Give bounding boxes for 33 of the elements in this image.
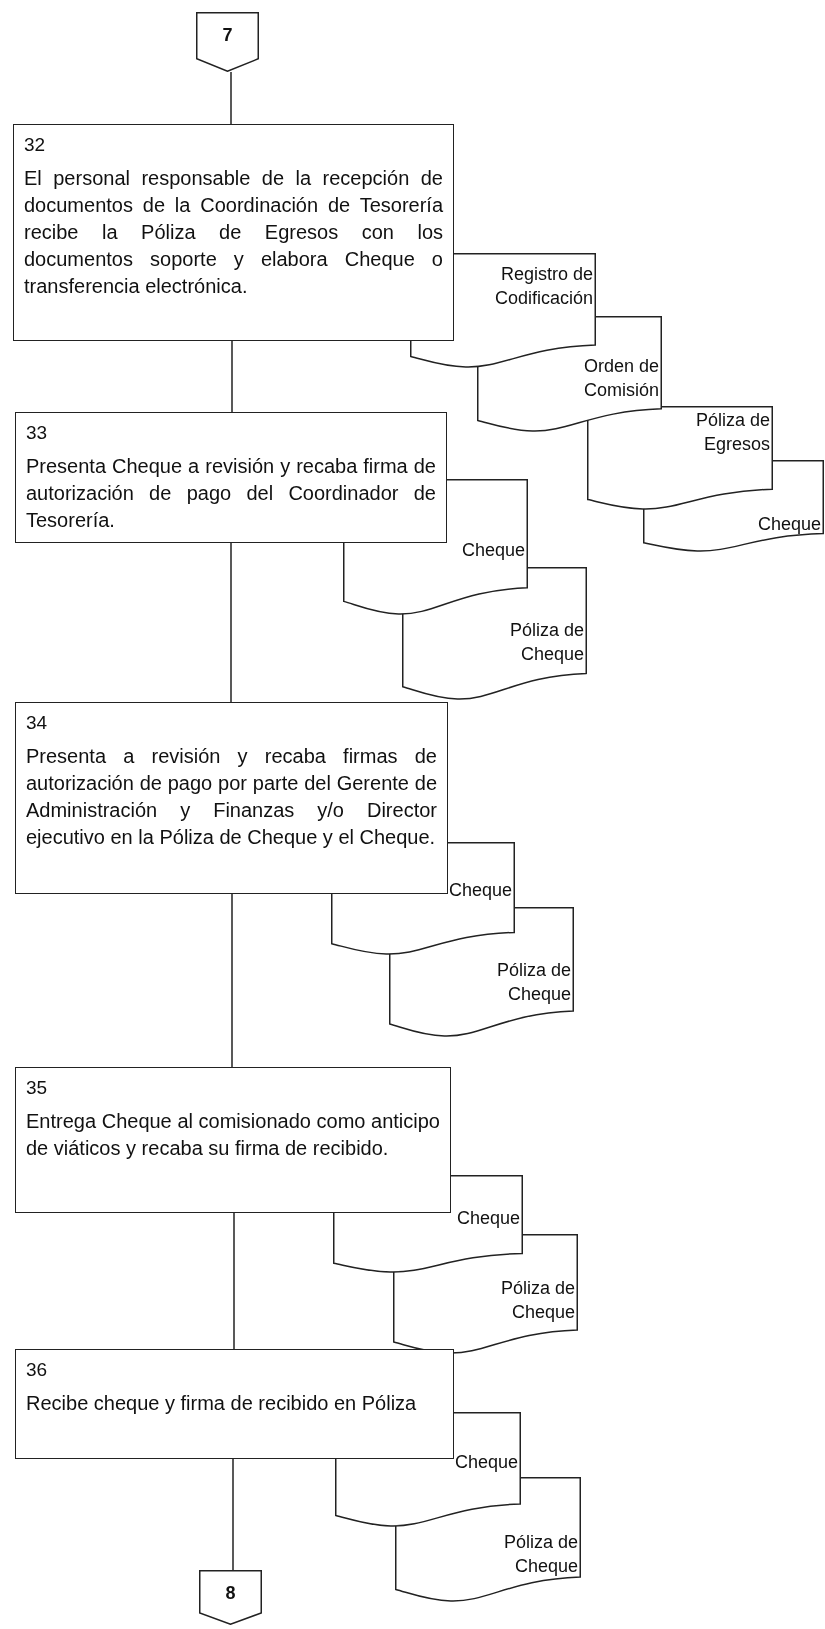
off-page-connector [196,12,259,72]
step-description: Presenta Cheque a revisión y recaba firma de autorización de pago del Coordinador de Tesorería. [26,454,436,533]
process-box [13,124,454,341]
document-label: Póliza de Egresos [694,409,770,456]
document-label: Póliza de Cheque [502,1531,578,1578]
step-number: 34 [26,711,48,735]
document-label: Cheque [456,1207,520,1230]
step-description: Recibe cheque y firma de recibido en Póliza [26,1391,418,1416]
document-label: Póliza de Cheque [508,619,584,666]
step-description: Entrega Cheque al comisionado como anticipo de viáticos y recaba su firma de recibido. [26,1109,440,1161]
document-label: Registro de Codificación [493,263,593,310]
connector-line [231,893,233,1068]
document-label: Cheque [461,539,525,562]
connector-number: 8 [224,1582,237,1604]
off-page-connector [199,1570,262,1625]
step-number: 35 [26,1076,48,1100]
document-label: Cheque [448,879,512,902]
connector-number: 7 [221,24,234,46]
step-number: 32 [24,133,46,157]
step-number: 36 [26,1358,48,1382]
step-number: 33 [26,421,48,445]
document-label: Cheque [757,513,821,536]
connector-line [230,71,232,125]
document-label: Póliza de Cheque [495,959,571,1006]
connector-line [231,340,233,413]
step-description: El personal responsable de la recepción de documentos de la Coordinación de Tesorería recibe la Póliza de Egresos con los documentos soporte y elabora Cheque o transferencia electrónica. [24,166,443,299]
connector-line [232,1458,234,1571]
connector-line [233,1212,235,1350]
step-description: Presenta a revisión y recaba firmas de autorización de pago por parte del Gerente de Administración y Finanzas y/o Director ejecutivo en la Póliza de Cheque y el Cheque. [26,744,437,850]
document-label: Orden de Comisión [582,355,659,402]
document-label: Póliza de Cheque [499,1277,575,1324]
connector-line [230,542,232,703]
document-label: Cheque [454,1451,518,1474]
